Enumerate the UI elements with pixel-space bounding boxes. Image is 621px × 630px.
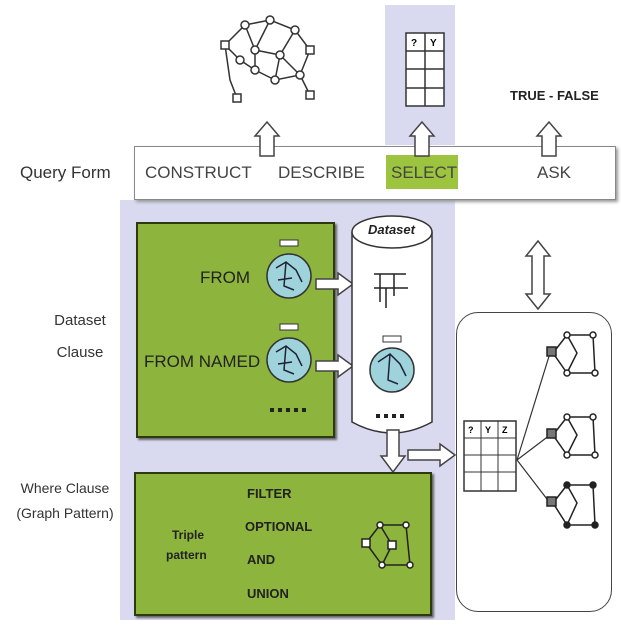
construct-up-arrow (253, 120, 281, 157)
triple-label-1: Triple (172, 528, 205, 542)
and-label: AND (247, 552, 276, 567)
query-form-bar (134, 146, 616, 200)
result-table-h1: ? (468, 425, 474, 435)
select-table-h1: ? (411, 38, 417, 49)
from-label: FROM (200, 268, 251, 287)
triple-label-2: pattern (166, 548, 207, 562)
dataset-title: Dataset (368, 222, 415, 237)
select-label: SELECT (391, 163, 458, 182)
dataset-down-arrow (379, 429, 407, 474)
describe-label: DESCRIBE (278, 163, 365, 182)
result-table-h3: Z (502, 425, 508, 435)
construct-graph-icon (220, 15, 315, 103)
filter-label: FILTER (247, 486, 292, 501)
construct-label: CONSTRUCT (145, 163, 252, 182)
result-graphs-icon (516, 331, 599, 529)
result-table-h2: Y (485, 425, 491, 435)
query-form-label: Query Form (20, 163, 111, 182)
from-named-label: FROM NAMED (144, 352, 261, 371)
select-highlight (386, 155, 458, 189)
result-table-icon: ? Y Z (463, 420, 517, 492)
graph-pattern-icon (361, 521, 414, 569)
result-panel-double-arrow (524, 239, 552, 311)
select-up-arrow (408, 120, 436, 157)
where-clause-label-1: Where Clause (20, 480, 110, 496)
from-graph-globe-icon (266, 239, 312, 299)
from-named-arrow (315, 353, 355, 379)
true-false-label: TRUE - FALSE (510, 88, 599, 103)
dataset-cylinder (351, 215, 433, 434)
dataset-clause-label-1: Dataset (54, 312, 106, 329)
ask-label: ASK (537, 163, 572, 182)
optional-label: OPTIONAL (245, 519, 313, 534)
dataset-clause-label-2: Clause (56, 344, 104, 361)
where-clause-box (134, 472, 432, 616)
from-named-graph-globe-icon (266, 323, 312, 412)
ask-up-arrow (535, 120, 563, 157)
select-table-h2: Y (430, 38, 437, 49)
result-arrow (407, 442, 457, 468)
from-arrow (315, 271, 355, 297)
where-clause-label-2: (Graph Pattern) (16, 505, 114, 521)
union-label: UNION (247, 586, 289, 601)
select-table-icon: ? Y (405, 32, 445, 107)
